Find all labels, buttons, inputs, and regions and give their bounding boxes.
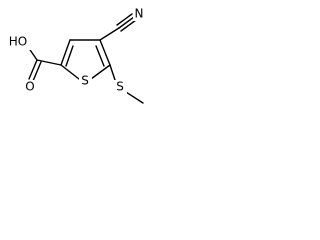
bond-s-methyl-ch3 [125, 91, 144, 104]
bond-c2-ccarboxyl [36, 59, 62, 66]
bond-c4-c5-inner [95, 45, 105, 67]
bond-c2-c3 [60, 39, 71, 66]
bond-nitrile-triple-3 [120, 19, 137, 32]
bond-ccarboxyl-o-double-2 [32, 61, 42, 82]
bond-ccarboxyl-o-double-1 [28, 59, 38, 80]
carbonyl-oxygen-label-bg [24, 80, 37, 94]
carbonyl-oxygen-label: O [25, 80, 34, 94]
nitrile-nitrogen-label-bg [133, 7, 146, 21]
bond-s1-c2 [60, 64, 80, 80]
carboxyl-hydroxyl-label: HO [9, 35, 27, 49]
bond-c2-c3-inner [65, 45, 74, 67]
bond-nitrile-triple-2 [116, 13, 133, 26]
bond-c4-c5 [99, 39, 111, 66]
thioether-sulfur-label-bg [114, 80, 127, 95]
bond-c5-s1 [90, 64, 111, 80]
molecule-diagram: HO O S S N [6, 7, 146, 104]
nitrile-nitrogen-label: N [135, 7, 144, 21]
ring-sulfur-label-bg [79, 74, 92, 89]
bond-c5-s-methyl [109, 64, 116, 81]
ring-sulfur-label: S [81, 74, 89, 88]
bond-nitrile-triple-1 [118, 16, 135, 29]
carboxyl-hydroxyl-label-bg [6, 35, 31, 50]
thioether-sulfur-label: S [116, 80, 124, 94]
bond-c4-cnitrile [99, 27, 120, 41]
